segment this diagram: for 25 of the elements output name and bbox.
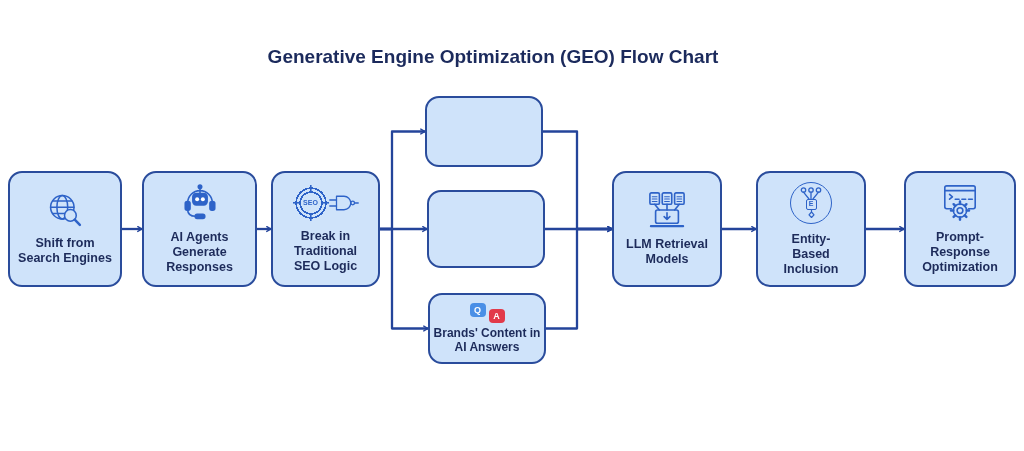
process-box [904,171,1016,287]
process-box [142,171,257,287]
process-box [612,171,722,287]
node-label: LLM Retrieval Models [625,237,709,267]
arrow [257,225,272,233]
process-box [8,171,122,287]
node-label: Entity-Based Inclusion [782,231,840,277]
node-label: AI Agents Generate Responses [165,229,234,275]
node-label: Brands' Content in AI Answers [432,325,542,355]
process-box [756,171,866,287]
process-box [428,293,546,364]
process-box [427,190,545,268]
arrow [122,225,143,233]
process-box [271,171,380,287]
chart-title: Generative Engine Optimization (GEO) Flow Chart [267,45,719,69]
arrow [866,225,905,233]
speech-bubble: A [488,308,505,323]
process-box [425,96,543,167]
speech-bubble: Q [469,302,486,317]
node-label: Shift from Search Engines [17,236,113,266]
node-label: Prompt-Response Optimization [921,229,999,275]
node-label: Break in Traditional SEO Logic [292,228,359,274]
arrow [380,227,429,332]
arrow [546,225,613,330]
arrow [722,225,757,233]
